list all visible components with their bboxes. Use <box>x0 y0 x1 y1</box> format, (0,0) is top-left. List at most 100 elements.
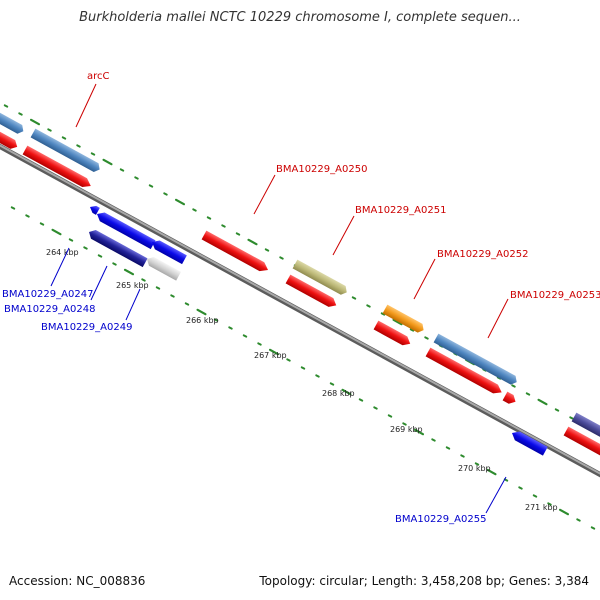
gene-arrow <box>152 240 187 265</box>
tick-mark-minor <box>76 144 81 148</box>
topology-summary: Topology: circular; Length: 3,458,208 bp… <box>259 574 589 588</box>
tick-mark-minor <box>445 446 451 450</box>
tick-mark-minor <box>460 454 465 458</box>
leader-line <box>125 288 141 321</box>
tick-mark-minor <box>511 384 516 388</box>
tick-mark-minor <box>409 328 415 332</box>
tick-mark-minor <box>184 302 190 306</box>
tick-mark-minor <box>518 486 523 490</box>
tick-mark-major <box>341 388 352 396</box>
tick-mark-minor <box>431 438 436 442</box>
tick-mark-minor <box>373 406 378 410</box>
tick-mark-minor <box>286 358 291 362</box>
tick-mark-minor <box>387 414 393 418</box>
gene-label: BMA10229_A0251 <box>355 205 446 216</box>
tick-mark-minor <box>112 262 117 266</box>
gene-arrow <box>0 108 24 134</box>
tick-mark-minor <box>68 238 74 242</box>
tick-mark-minor <box>532 494 538 498</box>
tick-mark-minor <box>119 168 125 172</box>
leader-line <box>50 247 70 287</box>
bottom-gene-labels: BMA10229_A0247 BMA10229_A0248 BMA10229_A… <box>2 247 507 525</box>
cds-arrow <box>22 145 91 188</box>
accession-text: Accession: NC_008836 <box>9 574 146 588</box>
gene-label: BMA10229_A0249 <box>41 322 132 333</box>
tick-mark-minor <box>590 526 596 530</box>
tick-label: 271 kbp <box>525 503 558 512</box>
tick-mark-minor <box>163 192 168 196</box>
tick-mark-minor <box>61 136 67 140</box>
gene-arrow <box>90 205 100 215</box>
top-gene-labels: arcC BMA10229_A0250 BMA10229_A0251 BMA10… <box>75 71 600 339</box>
tick-mark-minor <box>576 518 581 522</box>
tick-mark-minor <box>134 176 139 180</box>
tick-label: 268 kbp <box>322 389 355 398</box>
tick-mark-minor <box>235 232 241 236</box>
leader-line <box>90 265 108 301</box>
tick-mark-minor <box>366 304 371 308</box>
tick-mark-minor <box>300 366 306 370</box>
cds-arrow <box>373 320 411 346</box>
tick-mark-major <box>413 428 425 436</box>
gene-label: BMA10229_A0250 <box>276 164 367 175</box>
gene-label: BMA10229_A0247 <box>2 289 93 300</box>
tick-mark-minor <box>18 112 23 116</box>
plus-strand-genes <box>0 108 600 441</box>
gene-arrow <box>97 212 156 250</box>
tick-mark-major <box>558 508 570 516</box>
tick-mark-minor <box>148 184 154 188</box>
tick-mark-minor <box>221 224 226 228</box>
tick-mark-minor <box>155 286 161 290</box>
tick-mark-major <box>102 158 113 166</box>
tick-mark-major <box>51 228 62 236</box>
tick-mark-minor <box>525 392 531 396</box>
gene-label: arcC <box>87 71 110 82</box>
gene-arrow <box>292 259 347 295</box>
tick-mark-minor <box>547 502 552 506</box>
gene-arrow <box>382 304 424 333</box>
leader-line <box>487 298 509 339</box>
cds-track <box>0 127 600 460</box>
tick-mark-minor <box>554 408 560 412</box>
tick-mark-minor <box>315 374 320 378</box>
cds-arrow <box>201 230 269 272</box>
tick-mark-minor <box>83 246 88 250</box>
tick-mark-minor <box>329 382 335 386</box>
gene-arrow <box>571 412 600 441</box>
tick-mark-minor <box>503 478 509 482</box>
tick-mark-minor <box>10 206 16 210</box>
tick-mark-minor <box>47 128 52 132</box>
tick-mark-minor <box>402 422 407 426</box>
tick-mark-major <box>123 268 135 276</box>
tick-mark-minor <box>141 278 146 282</box>
tick-label: 264 kbp <box>46 248 79 257</box>
tick-mark-minor <box>228 326 233 330</box>
cds-arrow <box>0 127 18 149</box>
tick-mark-minor <box>25 214 30 218</box>
tick-label: 269 kbp <box>390 425 423 434</box>
gene-arrow <box>147 257 181 281</box>
tick-mark-minor <box>257 342 262 346</box>
cds-arrow <box>285 274 337 307</box>
tick-mark-minor <box>358 398 364 402</box>
tick-mark-minor <box>3 104 9 108</box>
gene-label: BMA10229_A0253 <box>510 290 600 301</box>
gene-arrow <box>89 230 148 268</box>
gene-arrow <box>30 128 100 172</box>
tick-mark-minor <box>90 152 96 156</box>
tick-mark-major <box>392 318 403 326</box>
tick-mark-minor <box>213 318 219 322</box>
tick-mark-minor <box>206 216 212 220</box>
tick-mark-minor <box>474 462 480 466</box>
tick-mark-major <box>174 198 186 206</box>
tick-mark-minor <box>170 294 175 298</box>
dot-track-bottom <box>10 206 596 530</box>
cds-arrow <box>425 347 502 394</box>
tick-mark-major <box>268 348 280 356</box>
gene-label: BMA10229_A0248 <box>4 304 95 315</box>
tick-mark-minor <box>424 336 429 340</box>
tick-mark-major <box>29 118 41 126</box>
tick-label: 267 kbp <box>254 351 287 360</box>
backbone <box>0 143 600 478</box>
